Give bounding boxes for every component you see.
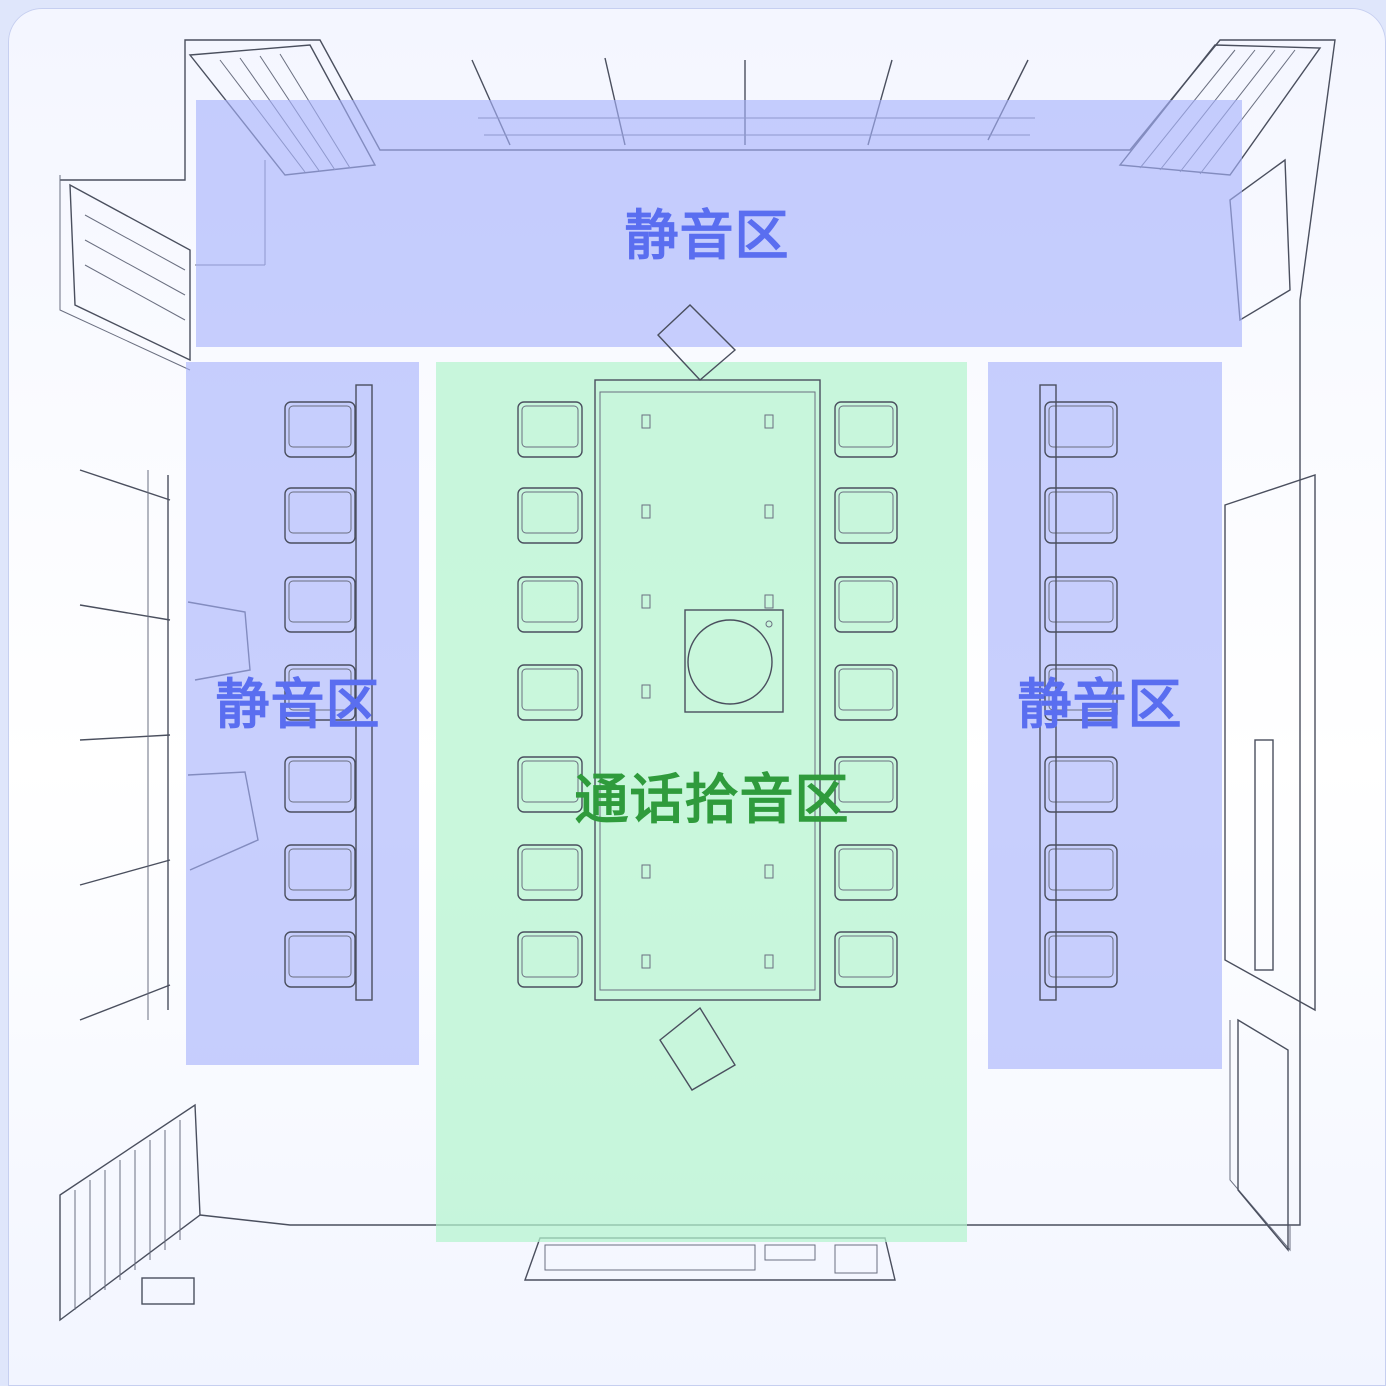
zone-label-center: 通话拾音区 [574,768,850,831]
chair-table-left [517,487,583,544]
speaker-boxes [657,304,737,1091]
chair-table-left [517,401,583,458]
chair-bench-left [284,664,356,721]
tv-console [524,1237,896,1281]
chair-bench-left [284,756,356,813]
chair-table-right [834,756,898,813]
chair-bench-right [1044,664,1118,721]
conference-table [594,379,821,1001]
chair-bench-left [284,401,356,458]
chair-bench-right [1044,487,1118,544]
mute-zone-left [186,362,419,1065]
chairs [284,401,1118,988]
bench-rails [355,384,1057,1001]
chair-bench-right [1044,576,1118,633]
right-door [1224,474,1316,1252]
chair-table-left [517,931,583,988]
zone-label-left: 静音区 [215,673,381,736]
zone-label-top: 静音区 [624,204,790,267]
table-outlets [641,414,774,969]
radiator [59,1103,201,1322]
chair-table-left [517,844,583,901]
chair-bench-right [1044,401,1118,458]
chair-table-right [834,576,898,633]
zone-rectangles [186,100,1242,1242]
zone-label-right: 静音区 [1017,673,1183,736]
chair-bench-left [284,844,356,901]
chair-table-right [834,664,898,721]
chair-table-left [517,756,583,813]
chair-table-right [834,401,898,458]
chair-table-left [517,664,583,721]
mute-zone-top [196,100,1242,347]
chair-table-right [834,931,898,988]
chair-table-right [834,487,898,544]
chair-bench-left [284,576,356,633]
chair-bench-right [1044,844,1118,901]
chair-bench-left [284,931,356,988]
chair-bench-right [1044,931,1118,988]
chair-table-left [517,576,583,633]
chair-bench-left [284,487,356,544]
mute-zone-right [988,362,1222,1069]
chair-table-right [834,844,898,901]
chair-bench-right [1044,756,1118,813]
